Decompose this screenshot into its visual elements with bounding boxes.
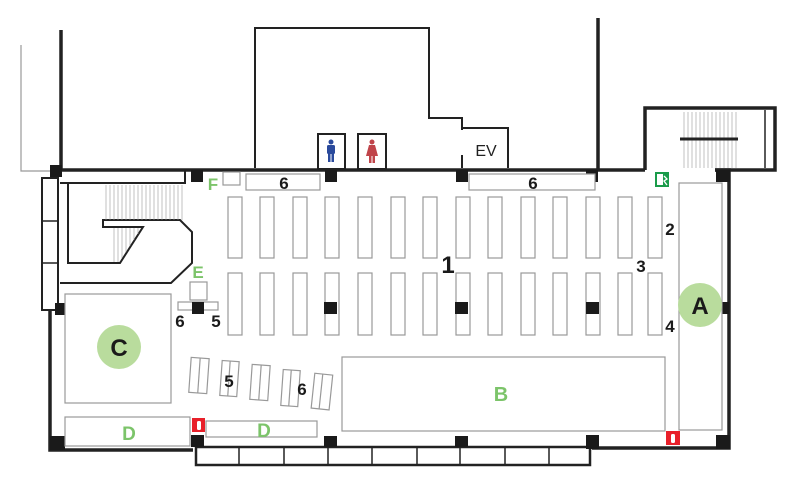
pillar	[455, 302, 468, 314]
area-label-6: 6	[528, 174, 537, 193]
zone-d-label: D	[257, 421, 271, 442]
bookshelf	[227, 196, 243, 259]
area-label-6: 6	[175, 312, 184, 331]
bookshelf	[422, 196, 438, 259]
bookshelf	[292, 196, 308, 259]
zone-e-label: E	[192, 263, 203, 282]
emergency-exit-icon	[655, 172, 669, 187]
area-label-5: 5	[224, 372, 233, 391]
zone-f-box	[222, 171, 241, 186]
angled-desks	[188, 356, 334, 411]
zone-d-label: D	[122, 424, 136, 445]
bookshelf	[390, 196, 406, 259]
area-label-6: 6	[279, 174, 288, 193]
area-label-1: 1	[441, 252, 454, 279]
area-label-4: 4	[665, 317, 675, 336]
pillar	[586, 302, 599, 314]
female-restroom-icon	[366, 139, 378, 163]
zone-b-area	[341, 356, 666, 432]
fire-extinguisher-icon	[192, 418, 205, 432]
bookshelf	[324, 196, 340, 259]
bookshelf	[259, 196, 275, 259]
pillar	[324, 302, 337, 314]
bookshelf	[455, 196, 471, 259]
zone-c-marker	[97, 325, 141, 369]
bookshelf	[357, 272, 373, 336]
zone-d-left-area	[64, 416, 191, 447]
left-windows	[41, 177, 59, 311]
area-label-6: 6	[297, 380, 306, 399]
bookshelf	[617, 196, 633, 259]
bookshelf	[227, 272, 243, 336]
bookshelf	[552, 272, 568, 336]
bookshelf	[617, 272, 633, 336]
elevator	[463, 127, 509, 168]
upper-block	[254, 27, 463, 168]
bookshelf	[520, 272, 536, 336]
zone-c-label: C	[110, 335, 127, 362]
zone-e-box	[189, 281, 208, 301]
male-restroom-icon	[327, 139, 335, 162]
left-stairwell	[60, 170, 193, 284]
bottom-windows	[194, 445, 592, 467]
bookshelves	[227, 196, 663, 336]
bookshelf	[422, 272, 438, 336]
shelf-6-top-right	[468, 173, 596, 191]
bookshelf	[357, 196, 373, 259]
bookshelf	[292, 272, 308, 336]
elevator-label: EV	[475, 143, 497, 160]
shelf-6-top-left	[245, 173, 321, 191]
bookshelf	[520, 196, 536, 259]
bookshelf	[487, 196, 503, 259]
zone-f-label: F	[208, 175, 218, 194]
bookshelf	[647, 272, 663, 336]
bookshelf	[552, 196, 568, 259]
area-label-5: 5	[211, 312, 220, 331]
bookshelf	[585, 196, 601, 259]
area-label-2: 2	[665, 220, 674, 239]
fire-extinguisher-icon	[666, 431, 680, 445]
zone-b-label: B	[494, 384, 508, 406]
zone-d-right-area	[205, 420, 318, 438]
zone-a-marker	[678, 283, 722, 327]
right-stairwell	[643, 106, 777, 172]
bookshelf	[390, 272, 406, 336]
bookshelf	[259, 272, 275, 336]
outer-boundary	[20, 45, 60, 172]
bookshelf	[647, 196, 663, 259]
area-label-3: 3	[636, 257, 645, 276]
bookshelf	[487, 272, 503, 336]
zone-a-label: A	[691, 293, 708, 320]
